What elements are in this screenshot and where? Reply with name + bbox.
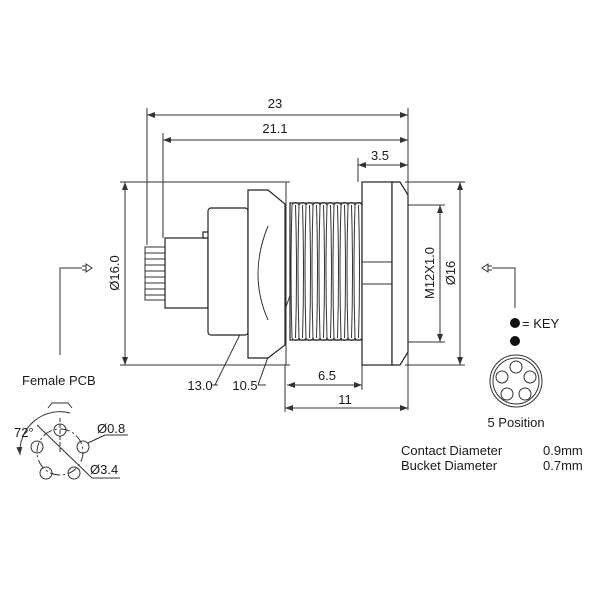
rear-nut [247, 189, 286, 359]
key-dot-icon [510, 318, 520, 328]
pcb-angle: 72° [14, 425, 34, 440]
view-arrows [59, 263, 516, 355]
pcb-hole-diameter: Ø0.8 [97, 421, 125, 436]
front-nut [361, 181, 393, 366]
positions-label: 5 Position [487, 415, 544, 430]
left-arrow-icon [481, 263, 492, 273]
thread [289, 202, 363, 341]
pcb-hole-pattern [16, 402, 128, 480]
dim-overall-length: 23 [268, 96, 282, 111]
key-label: = KEY [522, 316, 560, 331]
spec-value: 0.9mm [543, 443, 583, 458]
face-view [489, 318, 543, 408]
dim-flange-diameter: Ø16.0 [107, 255, 122, 290]
spec-label: Contact Diameter [401, 443, 503, 458]
insert-body [164, 237, 209, 309]
spec-label: Bucket Diameter [401, 458, 498, 473]
dim-leader-13: 13.0 [187, 378, 212, 393]
dim-leader-10-5: 10.5 [232, 378, 257, 393]
rear-housing [207, 207, 249, 336]
pcb-title: Female PCB [22, 373, 96, 388]
right-arrow-icon [82, 263, 93, 273]
dim-thread-spec: M12X1.0 [422, 247, 437, 299]
connector-side-view [144, 181, 409, 366]
pcb-pitch-diameter: Ø3.4 [90, 462, 118, 477]
pcb-pins [144, 246, 166, 301]
dim-nut-diameter: Ø16 [443, 261, 458, 286]
dim-body-length: 21.1 [262, 121, 287, 136]
dim-front-length: 11 [338, 392, 352, 407]
spec-value: 0.7mm [543, 458, 583, 473]
dim-thread-length: 6.5 [318, 368, 336, 383]
dim-nut-width: 3.5 [371, 148, 389, 163]
